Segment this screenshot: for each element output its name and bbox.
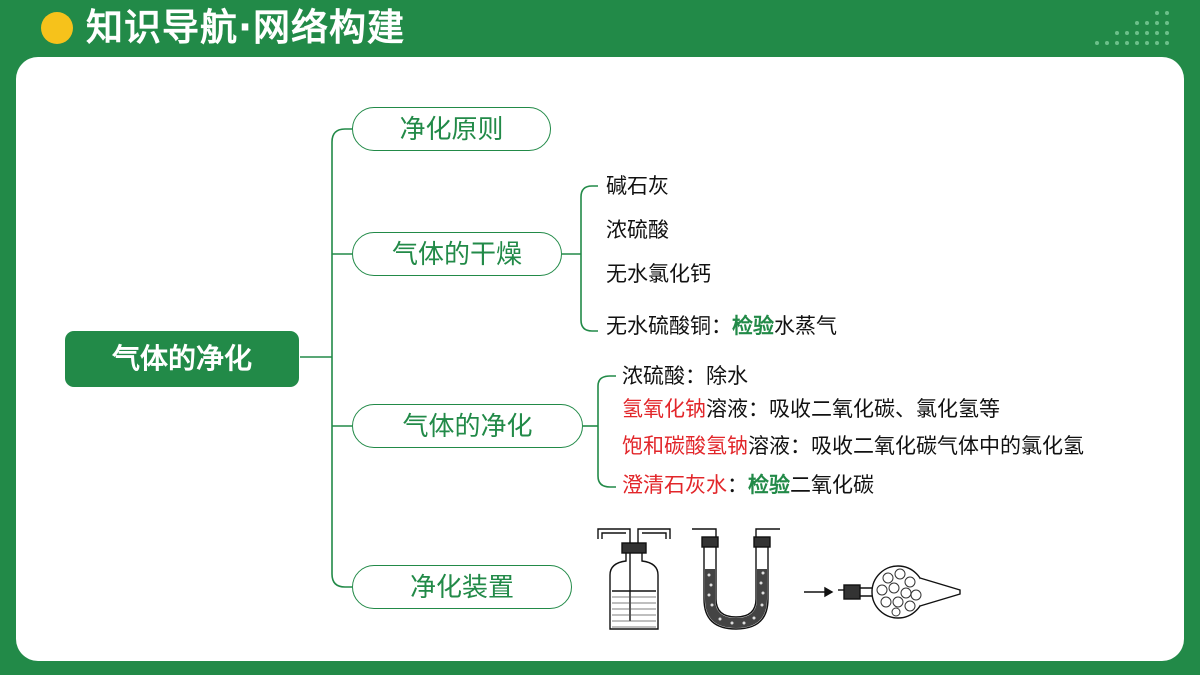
root-node: 气体的净化: [65, 331, 299, 387]
u-tube-icon: [692, 528, 780, 630]
drying-item-anhydrous-cuso4: 无水硫酸铜：检验水蒸气: [606, 312, 837, 340]
purify-item-limewater: 澄清石灰水：检验二氧化碳: [622, 471, 874, 499]
purify-item-naoh-rest: 溶液：吸收二氧化碳、氯化氢等: [706, 397, 1000, 421]
purify-item-nahco3: 饱和碳酸氢钠溶液：吸收二氧化碳气体中的氯化氢: [622, 432, 1084, 460]
drying-item-anhydrous-cacl2: 无水氯化钙: [606, 262, 711, 286]
branch-gas-drying: 气体的干燥: [352, 232, 562, 276]
drying-item-anhydrous-cuso4-label: 无水硫酸铜：: [606, 314, 732, 338]
header-bar: 知识导航·网络构建: [0, 0, 1200, 58]
page-title: 知识导航·网络构建: [86, 6, 406, 49]
branch-purification-principle: 净化原则: [352, 107, 551, 151]
drying-bulb-icon: [804, 565, 961, 619]
purify-item-nahco3-rest: 溶液：吸收二氧化碳气体中的氯化氢: [748, 434, 1084, 458]
branch-purification-apparatus: 净化装置: [352, 565, 572, 609]
drying-item-conc-sulfuric-acid: 浓硫酸: [606, 218, 669, 242]
purify-item-limewater-emphasis: 检验: [748, 473, 790, 497]
gas-washing-bottle-icon: [597, 528, 671, 630]
drying-item-anhydrous-cuso4-emphasis: 检验: [732, 314, 774, 338]
purify-item-naoh-reagent: 氢氧化钠: [622, 397, 706, 421]
header-dot-icon: [41, 12, 73, 44]
decorative-dots-icon: [1095, 11, 1169, 45]
purify-item-nahco3-reagent: 饱和碳酸氢钠: [622, 434, 748, 458]
purify-item-naoh: 氢氧化钠溶液：吸收二氧化碳、氯化氢等: [622, 395, 1000, 423]
drying-item-soda-lime: 碱石灰: [606, 174, 669, 198]
branch-gas-purification: 气体的净化: [352, 404, 583, 448]
purify-item-conc-sulfuric-acid: 浓硫酸：除水: [622, 364, 748, 388]
drying-item-anhydrous-cuso4-rest: 水蒸气: [774, 314, 837, 338]
purify-item-limewater-sep: ：: [727, 473, 748, 497]
purify-item-limewater-reagent: 澄清石灰水: [622, 473, 727, 497]
purify-item-limewater-rest: 二氧化碳: [790, 473, 874, 497]
